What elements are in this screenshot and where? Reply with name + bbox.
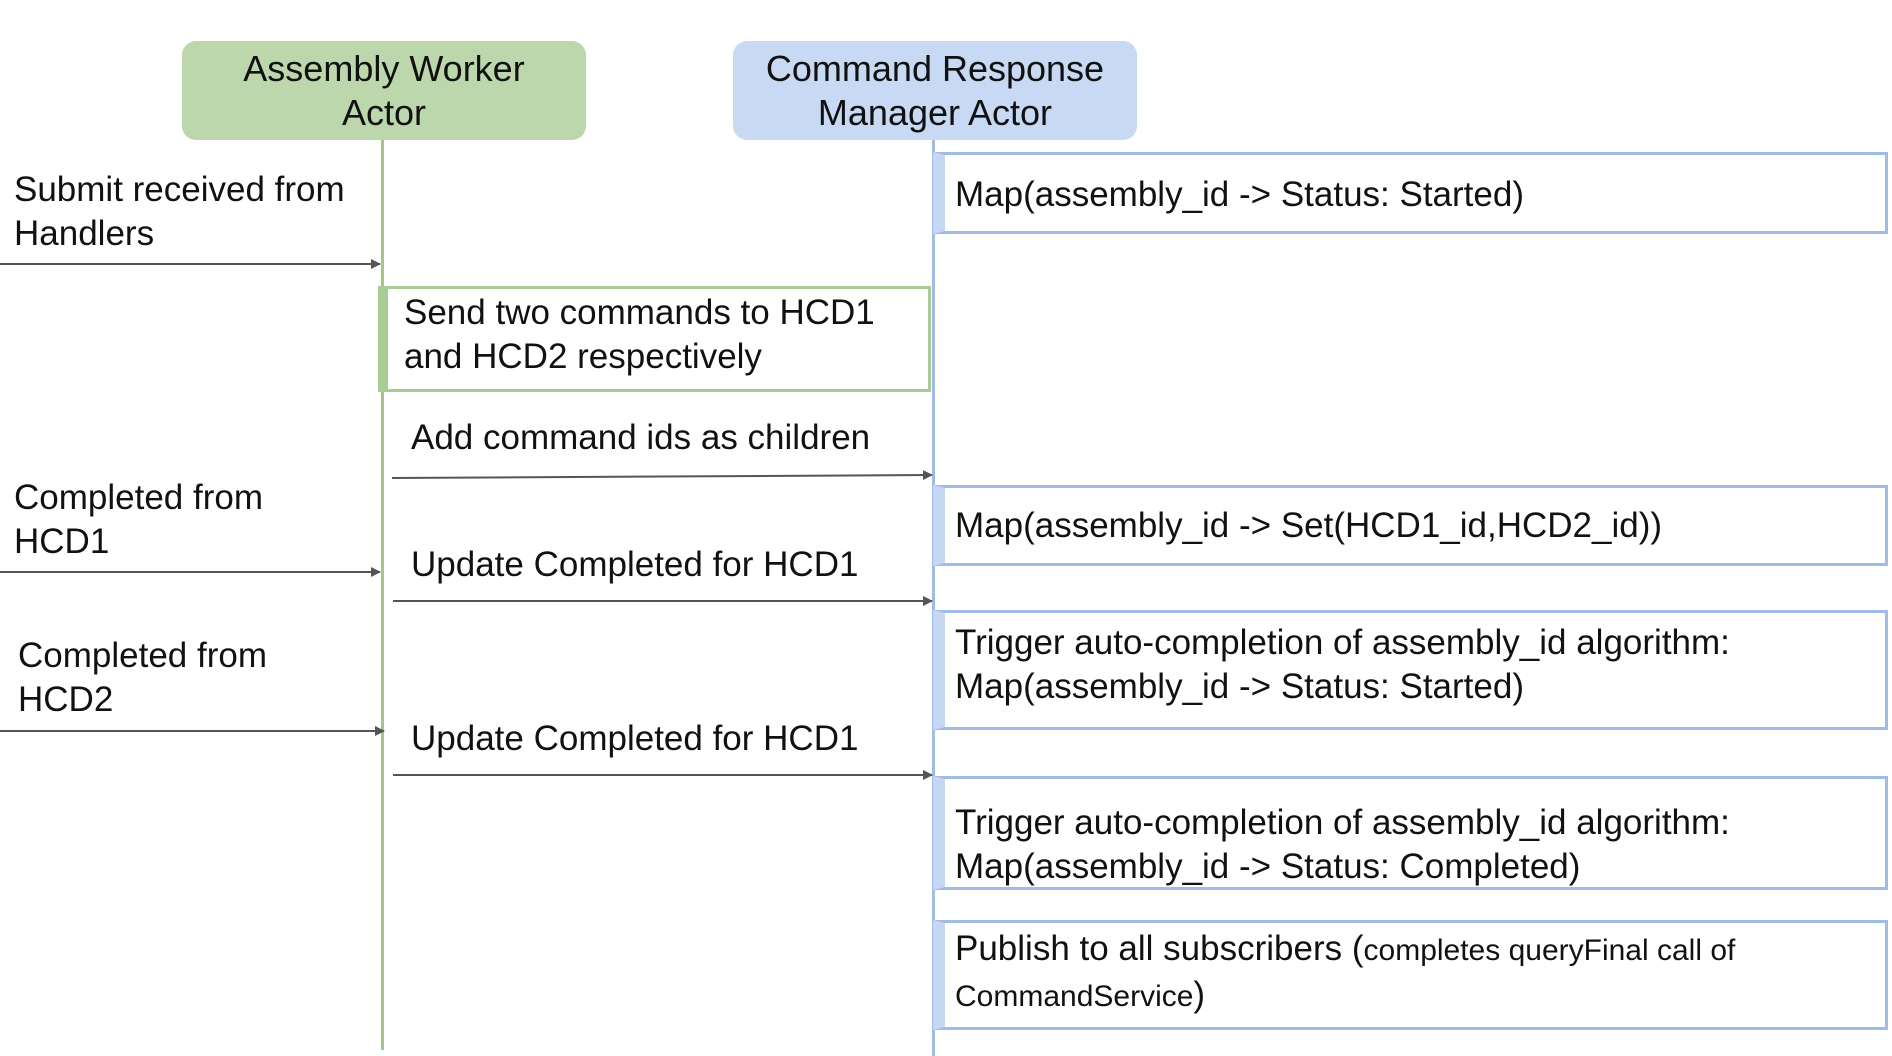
crm-box-auto1-line1: Trigger auto-completion of assembly_id a… (955, 623, 1730, 662)
message-completed-hcd2-line1: Completed from (18, 636, 267, 675)
crm-box-publish: Publish to all subscribers (completes qu… (933, 920, 1888, 1030)
message-submit-line2: Handlers (14, 214, 155, 253)
publish-detail-line2: CommandService (955, 980, 1194, 1013)
message-update-completed-hcd1-second: Update Completed for HCD1 (411, 719, 859, 758)
message-submit-received: Submit received from Handlers (14, 168, 345, 256)
crm-box-set-children: Map(assembly_id -> Set(HCD1_id,HCD2_id)) (933, 485, 1888, 566)
message-add-command-ids: Add command ids as children (411, 418, 871, 457)
crm-box-auto2-line1: Trigger auto-completion of assembly_id a… (955, 803, 1730, 842)
lifeline-command-response-manager (932, 140, 935, 1056)
message-update-completed-hcd1-first: Update Completed for HCD1 (411, 545, 859, 584)
message-completed-from-hcd2: Completed from HCD2 (18, 634, 267, 722)
publish-close-paren: ) (1193, 975, 1206, 1014)
message-completed-hcd2-line2: HCD2 (18, 680, 114, 719)
worker-box-line2: and HCD2 respectively (404, 337, 762, 376)
actor-worker-line2: Actor (341, 91, 426, 133)
message-completed-from-hcd1: Completed from HCD1 (14, 476, 263, 564)
crm-box-status-started: Map(assembly_id -> Status: Started) (933, 152, 1888, 234)
publish-open-paren: ( (1351, 929, 1364, 968)
arrow-add-children (391, 470, 933, 481)
crm-box-auto-completion-completed: Trigger auto-completion of assembly_id a… (933, 776, 1888, 890)
actor-command-response-manager: Command Response Manager Actor (733, 41, 1137, 140)
message-completed-hcd1-line1: Completed from (14, 478, 263, 517)
message-submit-line1: Submit received from (14, 170, 345, 209)
worker-box-line1: Send two commands to HCD1 (404, 293, 875, 332)
worker-box-send-commands: Send two commands to HCD1 and HCD2 respe… (378, 286, 931, 392)
crm-box-set-children-text: Map(assembly_id -> Set(HCD1_id,HCD2_id)) (955, 506, 1663, 545)
actor-crm-line1: Command Response (765, 47, 1105, 89)
crm-box-status-started-text: Map(assembly_id -> Status: Started) (955, 175, 1524, 214)
publish-detail-line1: completes queryFinal call of (1363, 934, 1736, 967)
actor-assembly-worker: Assembly Worker Actor (182, 41, 586, 140)
actor-crm-line2: Manager Actor (817, 91, 1053, 133)
message-completed-hcd1-line2: HCD1 (14, 522, 110, 561)
actor-worker-line1: Assembly Worker (243, 47, 525, 89)
lifeline-assembly-worker (381, 140, 384, 1050)
crm-box-auto2-line2: Map(assembly_id -> Status: Completed) (955, 847, 1581, 886)
crm-box-auto-completion-started: Trigger auto-completion of assembly_id a… (933, 610, 1888, 730)
publish-main-text: Publish to all subscribers (955, 929, 1343, 968)
crm-box-auto1-line2: Map(assembly_id -> Status: Started) (955, 667, 1524, 706)
